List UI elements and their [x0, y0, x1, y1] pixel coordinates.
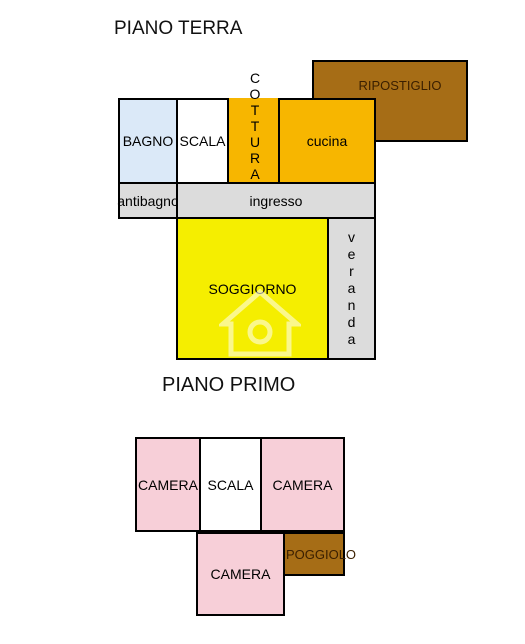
room-label: CAMERA — [138, 476, 198, 493]
room-label: CAMERA — [272, 476, 333, 493]
room-label: CAMERA — [210, 566, 271, 582]
room-ingresso: ingresso — [176, 182, 376, 219]
vertical-letter: n — [347, 297, 356, 313]
vertical-letter: U — [249, 134, 261, 150]
room-camera-right: CAMERA — [260, 437, 345, 532]
room-poggiolo: POGGIOLO — [283, 532, 356, 576]
vertical-letter: a — [347, 331, 356, 347]
vertical-letter: d — [347, 314, 356, 330]
vertical-letter: O — [249, 86, 261, 102]
room-bagno: BAGNO — [118, 98, 178, 184]
room-scala-first: SCALA — [199, 437, 262, 532]
room-cottura — [227, 98, 280, 184]
room-label: antibagno — [117, 192, 179, 209]
room-camera-left: CAMERA — [135, 437, 201, 532]
vertical-letter: v — [347, 229, 355, 245]
vertical-letter: R — [249, 150, 261, 166]
room-label: POGGIOLO — [285, 546, 357, 562]
room-label: RIPOSTIGLIO — [358, 78, 442, 93]
room-scala-ground: SCALA — [176, 98, 229, 184]
room-label: SCALA — [207, 476, 254, 493]
room-label: ingresso — [249, 192, 303, 209]
vertical-letter: T — [250, 118, 260, 134]
room-label: SCALA — [179, 133, 226, 149]
room-antibagno: antibagno — [117, 182, 179, 219]
vertical-letter: T — [250, 102, 260, 118]
ground-floor-title: PIANO TERRA — [114, 18, 243, 39]
room-label: SOGGIORNO — [208, 280, 297, 297]
first-floor-title: PIANO PRIMO — [162, 374, 296, 396]
vertical-letter: A — [250, 166, 260, 182]
house-logo-icon — [219, 288, 301, 357]
vertical-letter: C — [249, 70, 261, 86]
vertical-letter: r — [349, 263, 354, 279]
room-label: cucina — [306, 133, 348, 149]
vertical-letter: a — [347, 280, 356, 296]
vertical-letter: e — [347, 246, 356, 262]
room-label: BAGNO — [122, 133, 174, 149]
room-camera-bottom: CAMERA — [196, 532, 285, 616]
room-cucina: cucina — [278, 98, 376, 184]
